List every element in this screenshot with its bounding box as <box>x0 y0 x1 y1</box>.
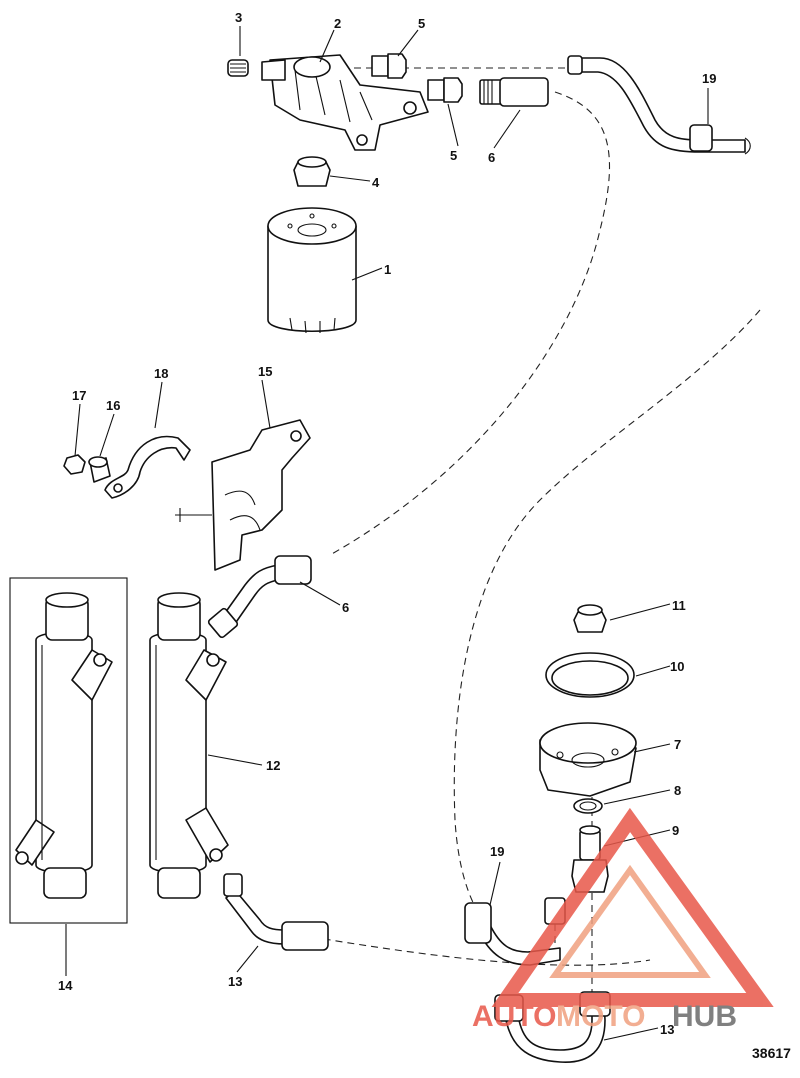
callout-12: 12 <box>266 758 280 773</box>
callout-19b: 19 <box>490 844 504 859</box>
connector-6-top <box>479 77 549 107</box>
callout-19a: 19 <box>702 71 716 86</box>
clamp-18 <box>104 435 191 499</box>
fitting-5b <box>427 77 463 103</box>
callout-7: 7 <box>674 737 681 752</box>
watermark-logo: AUTO MOTO HUB <box>472 807 774 1033</box>
fuel-line-19-top <box>567 55 751 155</box>
callout-13b: 13 <box>660 1022 674 1037</box>
callout-3: 3 <box>235 10 242 25</box>
callout-10: 10 <box>670 659 684 674</box>
fuel-line-13-left <box>223 873 329 951</box>
callout-6b: 6 <box>342 600 349 615</box>
callout-labels: 1 2 3 4 5 5 6 19 15 18 16 17 6 11 10 7 8… <box>58 10 791 1061</box>
callout-8: 8 <box>674 783 681 798</box>
callout-18: 18 <box>154 366 168 381</box>
mounting-bracket-15 <box>175 419 311 571</box>
callout-2: 2 <box>334 16 341 31</box>
callout-5a: 5 <box>418 16 425 31</box>
watermark-text-auto: AUTO <box>472 1000 556 1033</box>
center-tube-4 <box>293 156 331 187</box>
o-ring-10 <box>545 652 635 698</box>
callout-17: 17 <box>72 388 86 403</box>
watermark-text-hub: HUB <box>672 1000 737 1033</box>
fuel-cooler-12 <box>149 592 229 899</box>
fuel-cooler-14 <box>9 577 128 924</box>
callout-14: 14 <box>58 978 73 993</box>
callout-5b: 5 <box>450 148 457 163</box>
callout-15: 15 <box>258 364 272 379</box>
routing-lines <box>299 67 761 1030</box>
callout-4: 4 <box>372 175 380 190</box>
callout-9: 9 <box>672 823 679 838</box>
watermark-triangle <box>491 807 774 1007</box>
callout-1: 1 <box>384 262 391 277</box>
filter-bracket-2 <box>261 54 429 151</box>
callout-11: 11 <box>672 598 686 613</box>
fuel-filter-1 <box>267 207 357 334</box>
washer-8 <box>573 798 603 814</box>
spring-3 <box>227 59 249 77</box>
callout-16: 16 <box>106 398 120 413</box>
figure-number: 38617 <box>752 1045 791 1061</box>
grommet-16 <box>88 456 111 483</box>
plug-11 <box>573 604 607 633</box>
callout-6a: 6 <box>488 150 495 165</box>
fitting-5a <box>371 53 407 79</box>
fuel-line-6-middle <box>207 555 312 639</box>
callout-13a: 13 <box>228 974 242 989</box>
nut-17 <box>63 454 86 475</box>
filter-base-7 <box>539 722 637 797</box>
watermark-text-moto: MOTO <box>556 1000 645 1033</box>
